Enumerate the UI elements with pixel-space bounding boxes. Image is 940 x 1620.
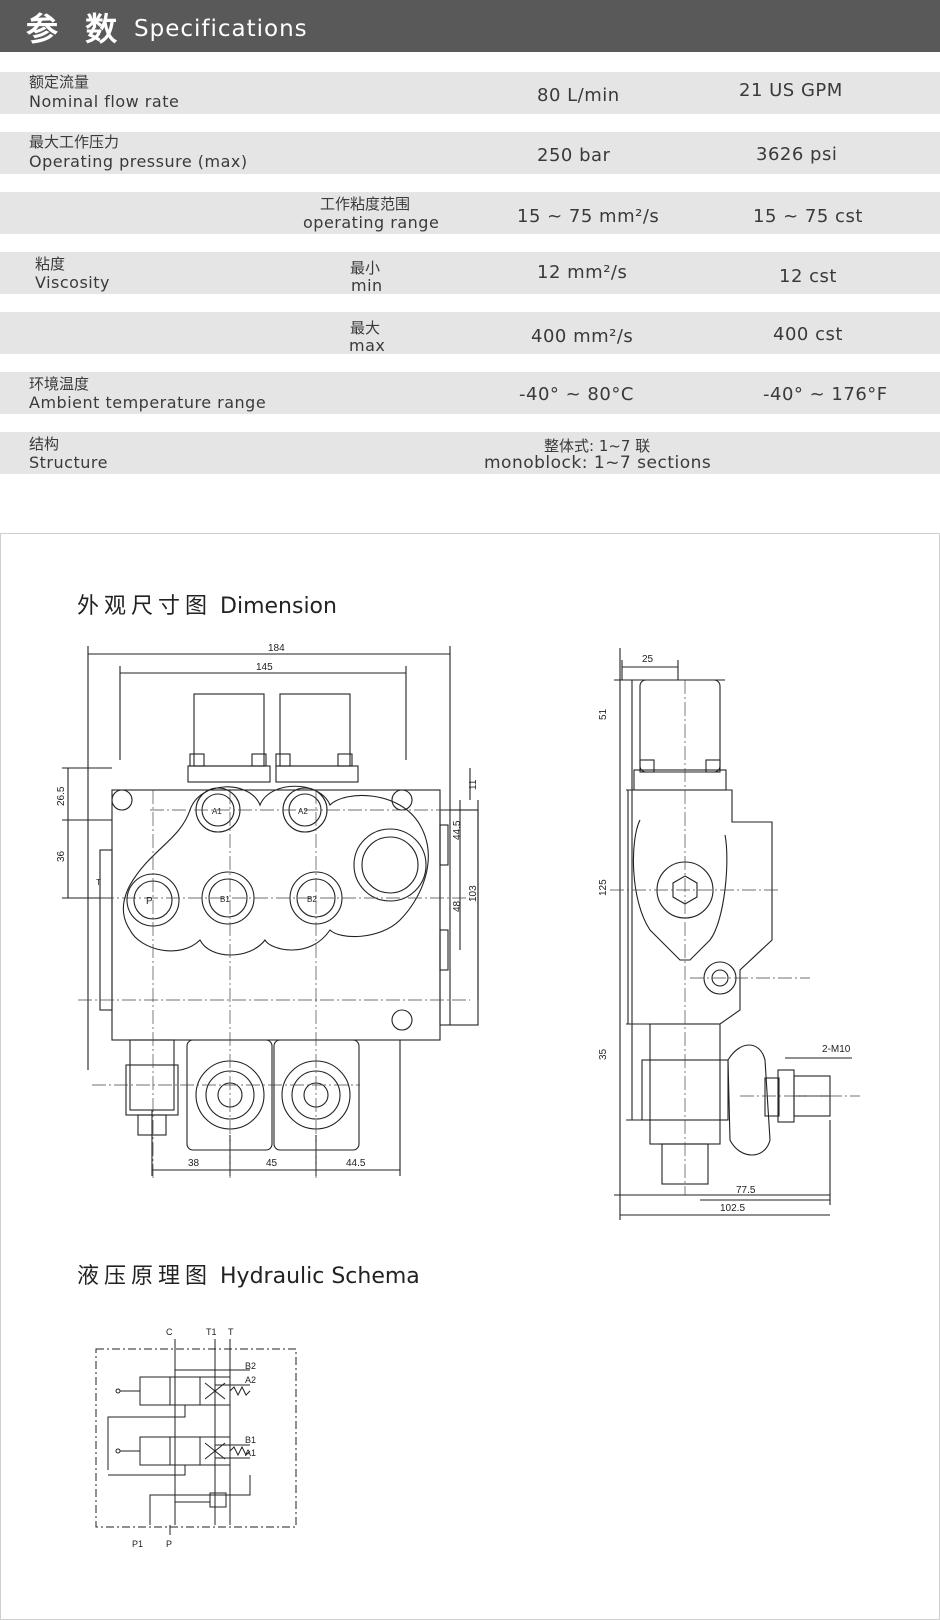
temperature-label-en: Ambient temperature range bbox=[29, 393, 267, 412]
schema-title: 液压原理图 Hydraulic Schema bbox=[77, 1258, 420, 1290]
dim-125: 125 bbox=[598, 879, 609, 896]
structure-value-en: monoblock: 1~7 sections bbox=[484, 453, 712, 473]
side-view-drawing: 25 51 244 125 35 77.5 102.5 2-M10 bbox=[598, 648, 860, 1220]
schema-p1: P1 bbox=[132, 1539, 143, 1549]
temperature-imperial: -40° ~ 176°F bbox=[763, 384, 888, 405]
hydraulic-schema-drawing: C T1 T B2 A2 B1 A1 P1 P bbox=[95, 1327, 297, 1549]
dim-145: 145 bbox=[256, 662, 273, 673]
schema-a1: A1 bbox=[245, 1448, 256, 1458]
schema-title-en: Hydraulic Schema bbox=[220, 1264, 420, 1289]
dim-48: 48 bbox=[452, 900, 463, 912]
schema-t1: T1 bbox=[206, 1327, 217, 1337]
front-view-drawing: 184 145 26.5 36 11 44.5 48 103 38 45 44.… bbox=[56, 643, 479, 1180]
viscosity-label-cn: 粘度 bbox=[35, 255, 66, 273]
dim-25: 25 bbox=[642, 654, 654, 665]
schema-a2: A2 bbox=[245, 1375, 256, 1385]
temperature-metric: -40° ~ 80°C bbox=[519, 384, 634, 405]
viscosity-max-label-en: max bbox=[349, 336, 386, 355]
viscosity-min-label-cn: 最小 bbox=[350, 259, 381, 277]
viscosity-min-metric: 12 mm²/s bbox=[537, 262, 628, 283]
thread-2-m10: 2-M10 bbox=[822, 1044, 851, 1055]
flow-metric: 80 L/min bbox=[537, 85, 620, 106]
specifications-header: 参 数 Specifications bbox=[0, 0, 940, 52]
dimension-title: 外观尺寸图 Dimension bbox=[77, 588, 337, 620]
header-title-en: Specifications bbox=[134, 16, 308, 42]
dim-38: 38 bbox=[188, 1158, 200, 1169]
pressure-metric: 250 bar bbox=[537, 145, 611, 166]
dimension-title-cn: 外观尺寸图 bbox=[77, 594, 213, 619]
spec-row-temperature: 环境温度 Ambient temperature range -40° ~ 80… bbox=[0, 372, 940, 414]
pressure-imperial: 3626 psi bbox=[756, 144, 838, 165]
viscosity-range-metric: 15 ~ 75 mm²/s bbox=[517, 206, 660, 227]
temperature-label-cn: 环境温度 bbox=[29, 375, 90, 393]
dim-102-5: 102.5 bbox=[720, 1203, 745, 1214]
dim-36: 36 bbox=[56, 850, 67, 862]
viscosity-label-en: Viscosity bbox=[35, 273, 110, 292]
spec-row-structure: 结构 Structure 整体式: 1~7 联 monoblock: 1~7 s… bbox=[0, 432, 940, 474]
spec-row-pressure: 最大工作压力 Operating pressure (max) 250 bar … bbox=[0, 132, 940, 174]
flow-imperial: 21 US GPM bbox=[739, 80, 843, 101]
port-b2: B2 bbox=[307, 895, 317, 904]
spec-row-flow: 额定流量 Nominal flow rate 80 L/min 21 US GP… bbox=[0, 72, 940, 114]
port-b1: B1 bbox=[220, 895, 230, 904]
structure-value-cn: 整体式: 1~7 联 bbox=[544, 437, 651, 455]
pressure-label-cn: 最大工作压力 bbox=[29, 133, 120, 151]
schema-b2: B2 bbox=[245, 1361, 256, 1371]
port-a1: A1 bbox=[212, 807, 222, 816]
viscosity-min-imperial: 12 cst bbox=[779, 266, 837, 287]
dim-11: 11 bbox=[468, 779, 479, 790]
port-p: P bbox=[146, 896, 153, 907]
dim-26-5: 26.5 bbox=[56, 786, 67, 806]
dim-44-5-bottom: 44.5 bbox=[346, 1158, 366, 1169]
viscosity-max-metric: 400 mm²/s bbox=[531, 326, 634, 347]
port-a2: A2 bbox=[298, 807, 308, 816]
port-t: T bbox=[96, 878, 101, 887]
flow-label-cn: 额定流量 bbox=[29, 73, 90, 91]
pressure-label-en: Operating pressure (max) bbox=[29, 152, 248, 171]
schema-t: T bbox=[228, 1327, 234, 1337]
header-title-cn: 参 数 bbox=[26, 10, 126, 48]
viscosity-range-label-en: operating range bbox=[303, 213, 440, 232]
dim-103: 103 bbox=[468, 885, 479, 902]
viscosity-range-imperial: 15 ~ 75 cst bbox=[753, 206, 863, 227]
spec-row-viscosity-min: 粘度 Viscosity 最小 min 12 mm²/s 12 cst bbox=[0, 252, 940, 295]
spec-row-viscosity-max: 最大 max 400 mm²/s 400 cst bbox=[0, 312, 940, 355]
dim-35: 35 bbox=[598, 1048, 609, 1060]
structure-label-en: Structure bbox=[29, 453, 108, 472]
flow-label-en: Nominal flow rate bbox=[29, 92, 180, 111]
structure-label-cn: 结构 bbox=[29, 435, 60, 453]
viscosity-max-label-cn: 最大 bbox=[350, 319, 381, 337]
dim-44-5: 44.5 bbox=[452, 820, 463, 840]
dim-184: 184 bbox=[268, 643, 285, 654]
dim-77-5: 77.5 bbox=[736, 1185, 756, 1196]
viscosity-min-label-en: min bbox=[351, 276, 383, 295]
viscosity-range-label-cn: 工作粘度范围 bbox=[320, 195, 411, 213]
viscosity-max-imperial: 400 cst bbox=[773, 324, 843, 345]
spec-row-viscosity-range: 工作粘度范围 operating range 15 ~ 75 mm²/s 15 … bbox=[0, 192, 940, 234]
dimension-title-en: Dimension bbox=[220, 594, 337, 619]
schema-p: P bbox=[166, 1539, 172, 1549]
schema-b1: B1 bbox=[245, 1435, 256, 1445]
dim-51: 51 bbox=[598, 708, 609, 720]
schema-title-cn: 液压原理图 bbox=[77, 1264, 213, 1289]
dim-45: 45 bbox=[266, 1158, 278, 1169]
schema-c: C bbox=[166, 1327, 173, 1337]
